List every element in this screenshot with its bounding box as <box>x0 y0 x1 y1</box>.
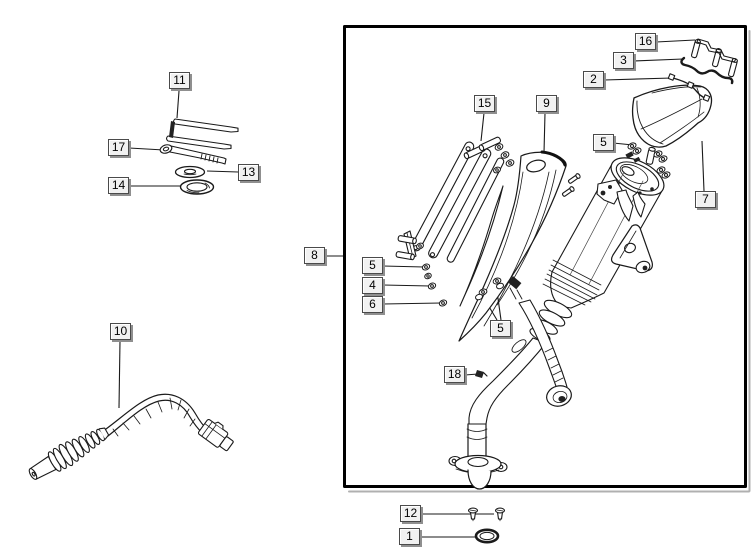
callout-11[interactable]: 11 <box>169 72 190 89</box>
callout-9[interactable]: 9 <box>536 95 557 112</box>
callout-2[interactable]: 2 <box>583 71 604 88</box>
callout-13[interactable]: 13 <box>238 164 259 181</box>
callout-5[interactable]: 5 <box>593 134 614 151</box>
callout-7[interactable]: 7 <box>695 191 716 208</box>
callout-17[interactable]: 17 <box>108 139 129 156</box>
callout-16[interactable]: 16 <box>635 33 656 50</box>
callout-18[interactable]: 18 <box>444 366 465 383</box>
callout-5-2[interactable]: 5 <box>362 257 383 274</box>
callout-6[interactable]: 6 <box>362 296 383 313</box>
callout-14[interactable]: 14 <box>108 177 129 194</box>
callout-4[interactable]: 4 <box>362 277 383 294</box>
callout-5-3[interactable]: 5 <box>490 320 511 337</box>
callout-12[interactable]: 12 <box>400 505 421 522</box>
callout-8[interactable]: 8 <box>304 247 325 264</box>
callout-3[interactable]: 3 <box>613 52 634 69</box>
callout-15[interactable]: 15 <box>474 95 495 112</box>
callout-10[interactable]: 10 <box>110 323 131 340</box>
callout-1[interactable]: 1 <box>399 528 420 545</box>
